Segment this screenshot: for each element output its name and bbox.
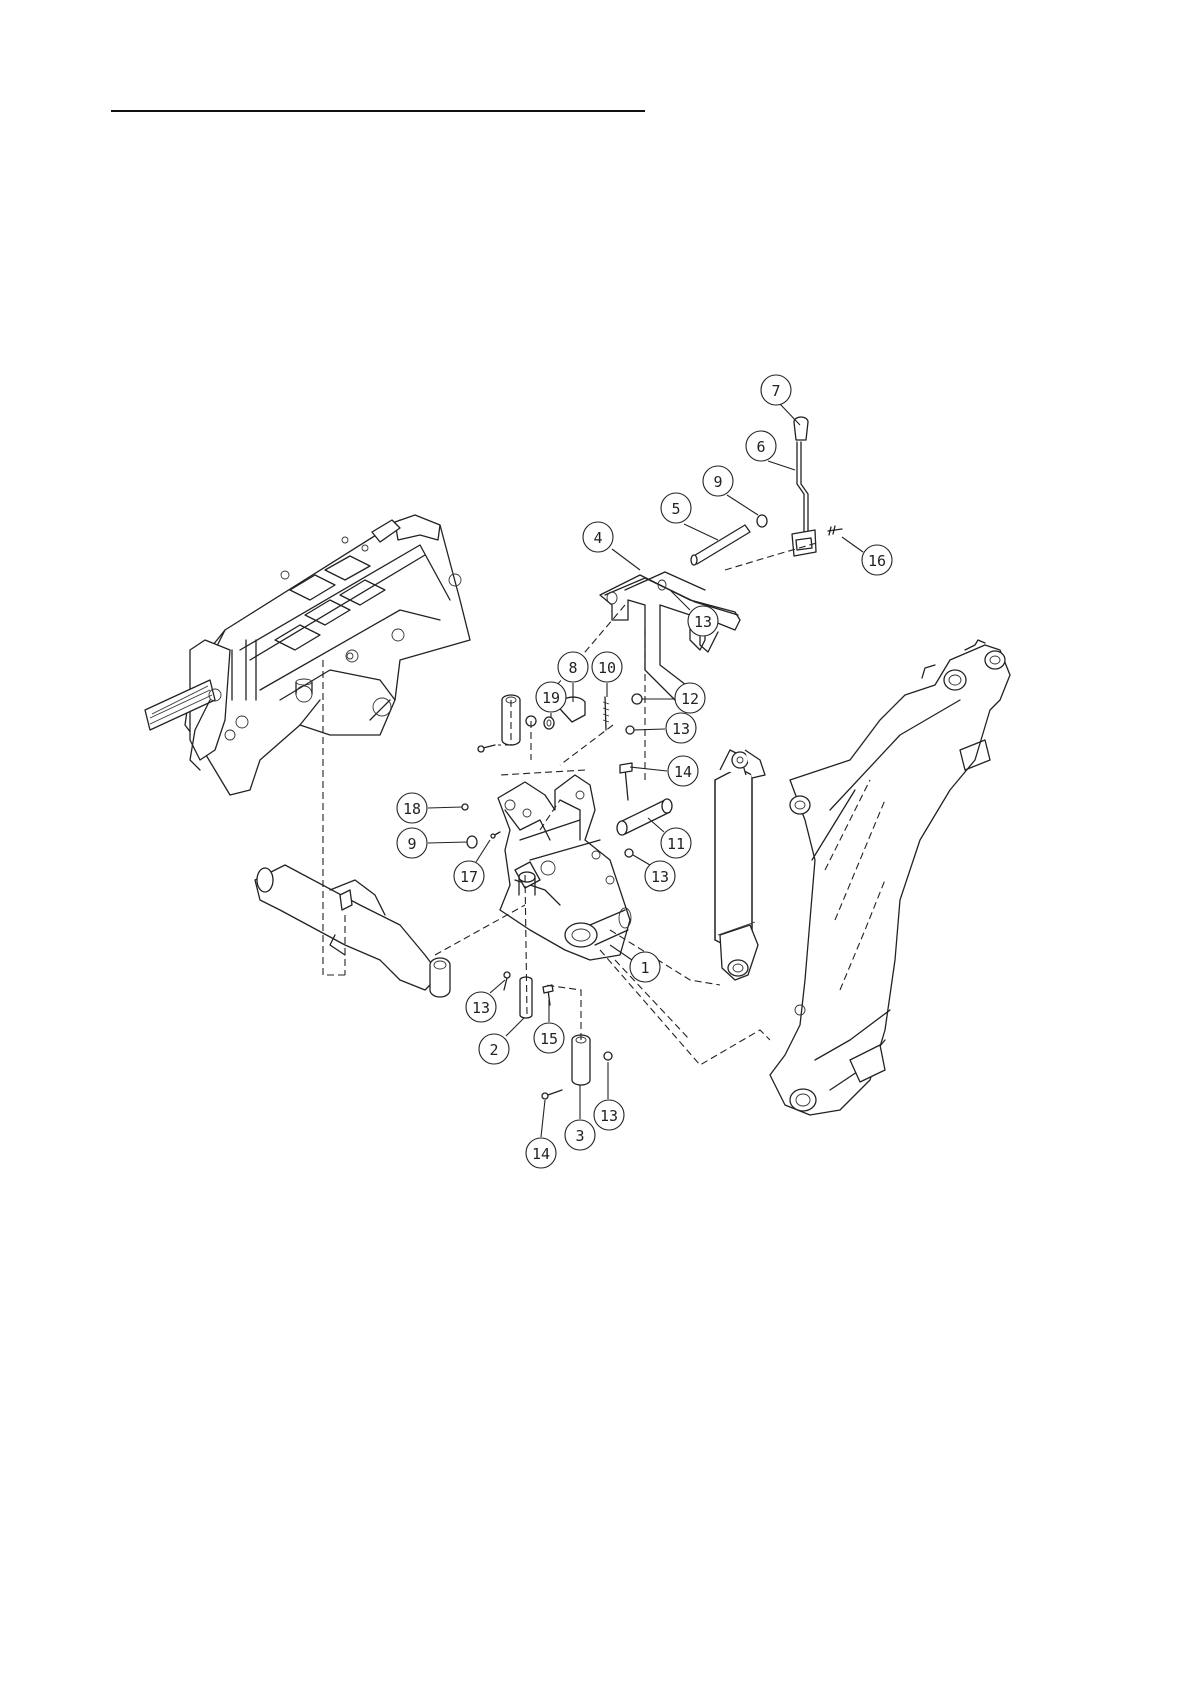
lock-lever: [600, 572, 740, 700]
callout-number: 9: [713, 473, 722, 491]
handle-rod-6: [792, 442, 816, 556]
callout-number: 7: [771, 382, 780, 400]
callout-10: 10: [592, 652, 622, 682]
callout-3: 3: [565, 1120, 595, 1150]
callout-14: 14: [668, 756, 698, 786]
callout-18: 18: [397, 793, 427, 823]
swing-bracket: [498, 775, 631, 960]
main-frame: [145, 515, 470, 795]
screw-16: [828, 526, 842, 535]
callout-number: 13: [472, 999, 490, 1017]
callout-9: 9: [703, 466, 733, 496]
callout-number: 19: [542, 689, 560, 707]
hydraulic-cylinder: [715, 750, 765, 980]
callout-number: 3: [575, 1127, 584, 1145]
ring-9-top: [757, 515, 767, 527]
callout-number: 13: [672, 720, 690, 738]
callout-8: 8: [558, 652, 588, 682]
callout-13: 13: [666, 713, 696, 743]
callout-number: 13: [651, 868, 669, 886]
callout-16: 16: [862, 545, 892, 575]
callout-9: 9: [397, 828, 427, 858]
callout-6: 6: [746, 431, 776, 461]
callout-number: 9: [407, 835, 416, 853]
callout-number: 5: [671, 500, 680, 518]
callout-13: 13: [466, 992, 496, 1022]
callout-number: 13: [694, 613, 712, 631]
callout-number: 14: [532, 1145, 550, 1163]
callout-17: 17: [454, 861, 484, 891]
callout-number: 13: [600, 1107, 618, 1125]
callout-13: 13: [645, 861, 675, 891]
callout-number: 8: [568, 659, 577, 677]
callout-number: 11: [667, 835, 685, 853]
callout-number: 18: [403, 800, 421, 818]
boom: [770, 640, 1010, 1115]
callout-number: 1: [640, 959, 649, 977]
callout-19: 19: [536, 682, 566, 712]
callout-1: 1: [630, 952, 660, 982]
callout-13: 13: [594, 1100, 624, 1130]
swing-shaft: [255, 865, 450, 997]
callout-number: 4: [593, 529, 602, 547]
callout-number: 10: [598, 659, 616, 677]
leader-lines: [428, 404, 863, 1137]
callout-number: 14: [674, 763, 692, 781]
callout-5: 5: [661, 493, 691, 523]
callout-number: 2: [489, 1041, 498, 1059]
callout-14: 14: [526, 1138, 556, 1168]
callout-number: 15: [540, 1030, 558, 1048]
callout-number: 6: [756, 438, 765, 456]
callout-number: 17: [460, 868, 478, 886]
callout-number: 12: [681, 690, 699, 708]
callout-7: 7: [761, 375, 791, 405]
callout-13: 13: [688, 606, 718, 636]
callout-number: 16: [868, 552, 886, 570]
callout-12: 12: [675, 683, 705, 713]
callout-11: 11: [661, 828, 691, 858]
callout-4: 4: [583, 522, 613, 552]
callout-15: 15: [534, 1023, 564, 1053]
callout-2: 2: [479, 1034, 509, 1064]
